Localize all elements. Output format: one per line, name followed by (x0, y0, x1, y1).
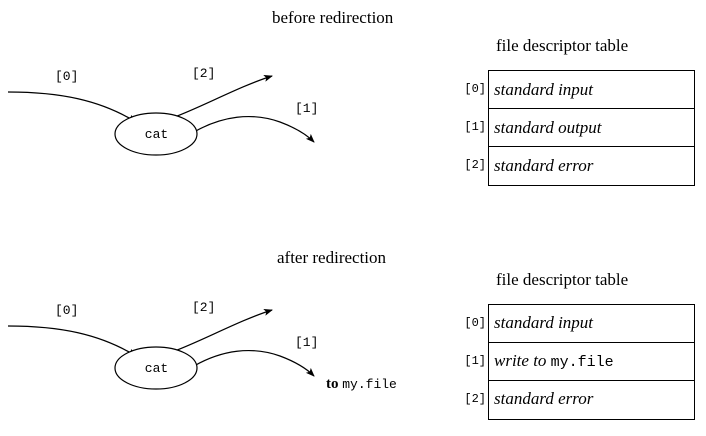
fd-value-0-after-text: standard input (494, 312, 594, 332)
arrow-label-stderr-before: [2] (192, 66, 216, 81)
fd-value-1-after-text: write to (494, 350, 551, 370)
arrow-stdout-before (193, 115, 315, 143)
fd-index-2-after: [2] (464, 392, 486, 406)
fd-table-caption-before: file descriptor table (496, 36, 629, 55)
section-title-after: after redirection (277, 248, 387, 267)
fd-value-1-after-mono: my.file (550, 353, 614, 371)
fd-row-1-after: write to my.file (489, 343, 694, 381)
fd-value-1-before: standard output (494, 117, 602, 137)
arrow-stderr-before (171, 75, 273, 119)
diagram-before (7, 75, 315, 156)
fd-value-0-after: standard input (489, 312, 594, 334)
fd-index-2-before: [2] (464, 158, 486, 172)
arrow-label-stdin-before: [0] (55, 69, 79, 84)
stdout-redirect-annotation: to my.file (326, 376, 397, 393)
fd-value-1-after: write to my.file (489, 350, 614, 372)
fd-table-after: standard input write to my.file standard… (488, 304, 695, 420)
process-ellipse-after (114, 346, 198, 390)
fd-value-2-after: standard error (489, 390, 593, 410)
fd-row-1-before: standard output (489, 109, 694, 147)
arrow-label-stdout-before: [1] (295, 101, 319, 116)
fd-value-2-after-text: standard error (494, 389, 594, 408)
diagram-after (7, 309, 315, 390)
process-label-after: cat (144, 361, 169, 376)
fd-row-2-before: standard error (489, 147, 694, 185)
arrow-label-stderr-after: [2] (192, 300, 216, 315)
arrow-stdin-before (7, 91, 137, 123)
process-label-before: cat (144, 127, 169, 142)
fd-index-1-after: [1] (464, 354, 486, 368)
stdout-redirect-filename: my.file (342, 377, 397, 392)
arrow-label-stdin-after: [0] (55, 303, 79, 318)
fd-row-0-before: standard input (489, 71, 694, 109)
process-ellipse-before (114, 112, 198, 156)
arrow-stdin-after (7, 325, 137, 357)
fd-table-before: standard input standard output standard … (488, 70, 695, 186)
stdout-redirect-prefix: to (326, 376, 339, 392)
fd-index-1-before: [1] (464, 120, 486, 134)
fd-value-2-before: standard error (494, 156, 594, 175)
fd-value-0-before: standard input (494, 79, 594, 99)
section-title-before: before redirection (272, 8, 394, 27)
arrow-stderr-after (171, 309, 273, 353)
fd-row-2-after: standard error (489, 381, 694, 419)
arrow-stdout-after (193, 349, 315, 377)
fd-table-caption-after: file descriptor table (496, 270, 629, 289)
arrow-label-stdout-after: [1] (295, 335, 319, 350)
fd-index-0-before: [0] (464, 82, 486, 96)
fd-row-0-after: standard input (489, 305, 694, 343)
fd-index-0-after: [0] (464, 316, 486, 330)
